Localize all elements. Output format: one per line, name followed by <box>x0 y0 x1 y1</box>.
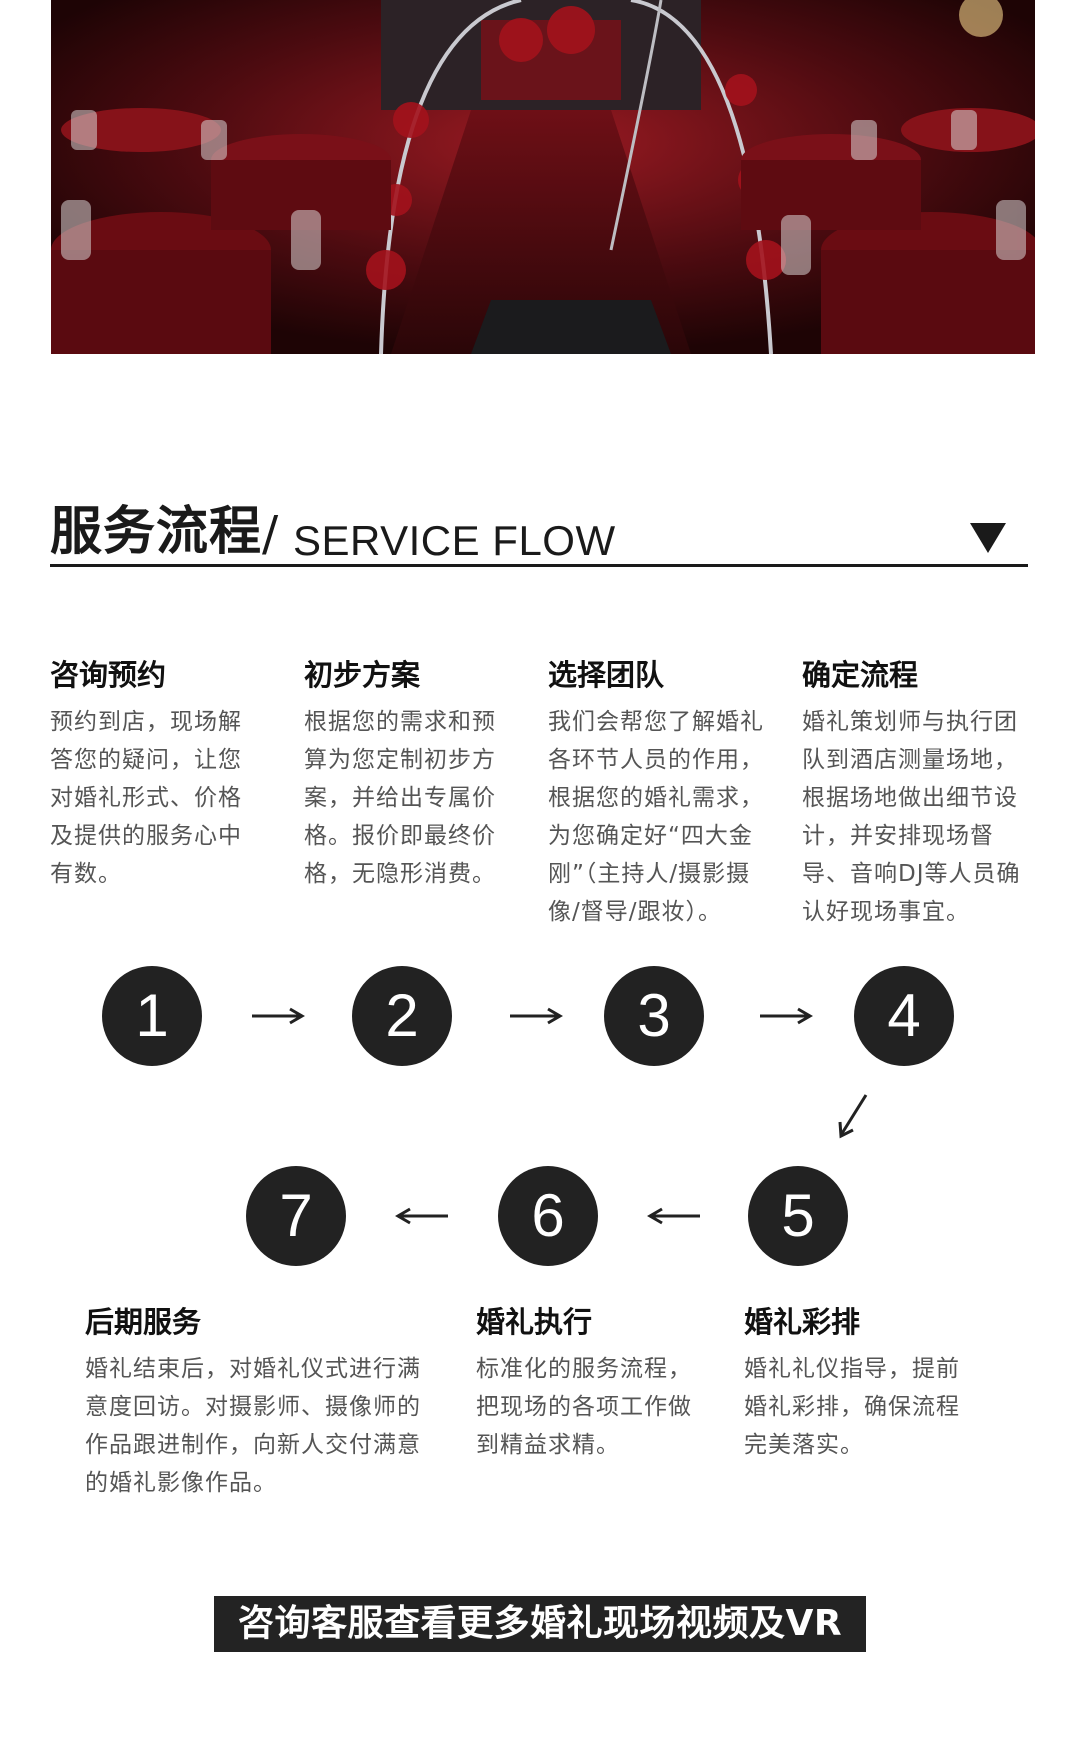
step-6-title: 婚礼执行 <box>476 1305 593 1339</box>
step-5-title: 婚礼彩排 <box>744 1305 861 1339</box>
step-3-title: 选择团队 <box>548 658 665 692</box>
step-1-number: 1 <box>102 966 202 1066</box>
consult-banner[interactable]: 咨询客服查看更多婚礼现场视频及VR <box>214 1596 866 1652</box>
arrow-right-icon <box>510 1007 563 1025</box>
step-1-text: 咨询预约 预约到店，现场解答您的疑问，让您对婚礼形式、价格及提供的服务心中有数。 <box>50 655 255 893</box>
section-title-en: SERVICE FLOW <box>293 517 616 564</box>
section-header: 服务流程 / SERVICE FLOW <box>50 497 1028 567</box>
step-2-title: 初步方案 <box>304 658 421 692</box>
section-title-cn: 服务流程 <box>50 502 263 562</box>
step-4-text: 确定流程 婚礼策划师与执行团队到酒店测量场地，根据场地做出细节设计，并安排现场督… <box>802 655 1034 931</box>
step-2-desc: 根据您的需求和预算为您定制初步方案，并给出专属价格。报价即最终价格，无隐形消费。 <box>304 709 496 887</box>
step-5-desc: 婚礼礼仪指导，提前婚礼彩排，确保流程完美落实。 <box>744 1356 960 1458</box>
venue-photo <box>51 0 1035 354</box>
step-2-text: 初步方案 根据您的需求和预算为您定制初步方案，并给出专属价格。报价即最终价格，无… <box>304 655 509 893</box>
section-divider <box>50 564 1028 567</box>
step-7-number: 7 <box>246 1166 346 1266</box>
step-3-text: 选择团队 我们会帮您了解婚礼各环节人员的作用，根据您的婚礼需求，为您确定好“四大… <box>548 655 773 931</box>
arrow-right-icon <box>760 1007 813 1025</box>
step-6-text: 婚礼执行 标准化的服务流程，把现场的各项工作做到精益求精。 <box>476 1302 708 1464</box>
step-6-number: 6 <box>498 1166 598 1266</box>
step-3-number: 3 <box>604 966 704 1066</box>
step-5-text: 婚礼彩排 婚礼礼仪指导，提前婚礼彩排，确保流程完美落实。 <box>744 1302 979 1464</box>
step-2-number: 2 <box>352 966 452 1066</box>
arrow-left-icon <box>395 1207 448 1225</box>
step-1-title: 咨询预约 <box>50 658 167 692</box>
venue-illustration <box>51 0 1035 354</box>
step-4-desc: 婚礼策划师与执行团队到酒店测量场地，根据场地做出细节设计，并安排现场督导、音响D… <box>802 709 1021 925</box>
step-4-number: 4 <box>854 966 954 1066</box>
step-6-desc: 标准化的服务流程，把现场的各项工作做到精益求精。 <box>476 1356 692 1458</box>
step-3-desc: 我们会帮您了解婚礼各环节人员的作用，根据您的婚礼需求，为您确定好“四大金刚”（主… <box>548 709 764 925</box>
step-7-title: 后期服务 <box>85 1305 202 1339</box>
triangle-down-icon <box>970 523 1006 553</box>
step-7-text: 后期服务 婚礼结束后，对婚礼仪式进行满意度回访。对摄影师、摄像师的作品跟进制作，… <box>85 1302 430 1502</box>
step-5-number: 5 <box>748 1166 848 1266</box>
arrow-down-left-icon <box>838 1094 868 1139</box>
arrow-left-icon <box>647 1207 700 1225</box>
section-title-slash: / <box>262 506 279 562</box>
step-4-title: 确定流程 <box>802 658 919 692</box>
step-1-desc: 预约到店，现场解答您的疑问，让您对婚礼形式、价格及提供的服务心中有数。 <box>50 709 242 887</box>
step-7-desc: 婚礼结束后，对婚礼仪式进行满意度回访。对摄影师、摄像师的作品跟进制作，向新人交付… <box>85 1356 421 1496</box>
arrow-right-icon <box>252 1007 305 1025</box>
